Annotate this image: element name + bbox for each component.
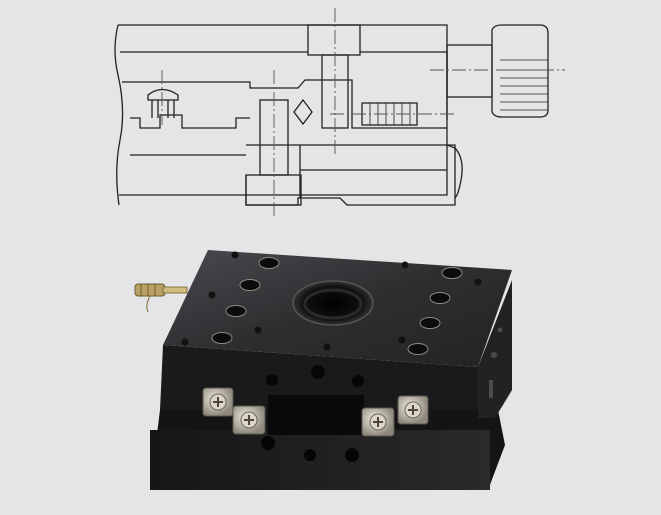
base-hole	[261, 436, 275, 450]
base-hole	[304, 449, 316, 461]
base-hole	[345, 448, 359, 462]
diamond-key	[293, 98, 313, 126]
left-slot-screw	[147, 88, 179, 118]
top-mounting-screws	[181, 251, 482, 355]
clamp-screws	[202, 387, 429, 437]
center-slot	[268, 395, 364, 435]
lower-cap-screw-head	[245, 174, 302, 206]
left-wavy-edge	[114, 24, 124, 206]
carriage-contour	[122, 79, 447, 129]
brass-adjuster	[134, 283, 188, 313]
carriage-right	[478, 280, 512, 418]
lower-body	[130, 144, 456, 206]
